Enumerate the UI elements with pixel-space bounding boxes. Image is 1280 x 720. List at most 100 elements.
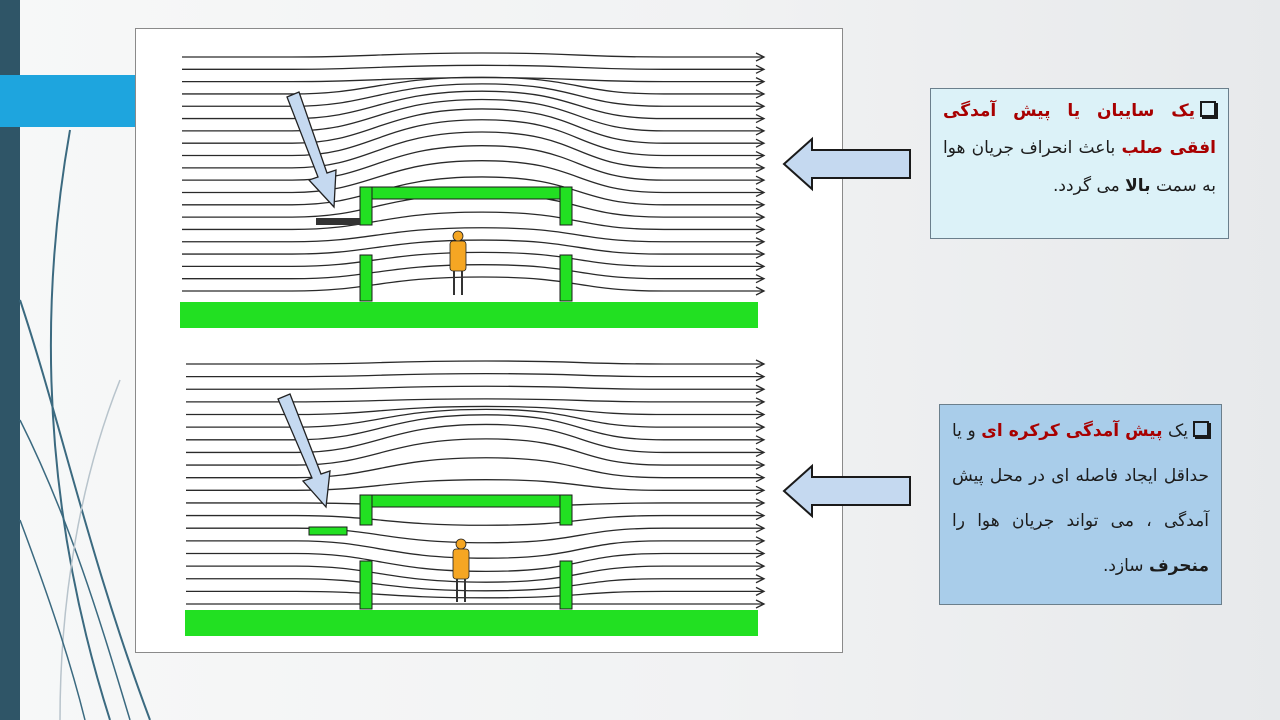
streamline (182, 227, 764, 243)
streamline-arrowhead (755, 384, 766, 394)
streamline (186, 552, 764, 573)
down-pointer-arrow-icon (286, 91, 337, 209)
note2-text: و یا حداقل ایجاد فاصله ای در محل پیش آمد… (952, 421, 1209, 532)
streamline (182, 131, 764, 169)
streamline-arrowhead (755, 435, 766, 445)
streamline (182, 76, 764, 83)
streamline (186, 578, 764, 592)
streamline (186, 408, 764, 428)
streamline-arrowhead (755, 460, 766, 470)
streamline (186, 514, 764, 526)
note1-text: باعث انحراف جریان هوا به سمت (943, 138, 1216, 196)
streamline (182, 264, 764, 280)
streamline-arrowhead (755, 237, 766, 247)
streamline (186, 414, 764, 441)
top-building (359, 186, 573, 302)
streamline-arrowhead (755, 261, 766, 271)
streamline (186, 360, 764, 365)
streamline (186, 405, 764, 416)
note2-highlight: پیش آمدگی کرکره ای (981, 421, 1163, 441)
streamline-arrowhead (755, 224, 766, 235)
decorative-curves (19, 129, 151, 720)
streamline-arrowhead (755, 286, 766, 296)
streamline-arrowhead (755, 126, 766, 136)
streamline-arrowhead (755, 359, 766, 369)
streamline-arrowhead (755, 150, 766, 161)
person-figure-icon (449, 230, 467, 295)
streamline-arrowhead (755, 249, 766, 259)
streamline (186, 565, 764, 583)
top-ground (180, 302, 758, 328)
streamline (182, 211, 764, 231)
top-diagram (180, 52, 766, 328)
streamline-arrowhead (755, 200, 766, 210)
streamline (186, 457, 764, 479)
sidebar-accent-tab (0, 75, 135, 127)
streamline-arrowhead (755, 89, 766, 99)
streamline (186, 527, 764, 544)
streamline-arrowhead (755, 473, 766, 483)
streamline (186, 372, 764, 378)
louver-note-box: یک پیش آمدگی کرکره ای و یا حداقل ایجاد ف… (939, 404, 1222, 605)
streamline-arrowhead (755, 523, 766, 533)
streamline-arrowhead (755, 52, 766, 62)
streamline (182, 176, 764, 206)
streamline (182, 98, 764, 132)
down-pointer-arrow-icon (277, 393, 331, 509)
streamline (186, 540, 764, 559)
note2-text-end: سازد. (1102, 556, 1149, 577)
left-arrow-icon (782, 136, 911, 192)
streamline (182, 76, 764, 95)
note2-bold-word: منحرف (1148, 556, 1209, 577)
streamline-arrowhead (755, 510, 766, 521)
streamline-arrowhead (755, 422, 766, 432)
note1-highlight: یک سایبان یا پیش آمدگی افقی صلب (943, 101, 1216, 159)
streamline-arrowhead (755, 485, 766, 495)
streamline-arrowhead (755, 113, 766, 124)
person-figure-icon (452, 538, 470, 602)
streamline-arrowhead (755, 187, 766, 198)
streamline-arrowhead (755, 447, 766, 458)
streamline-arrowhead (755, 397, 766, 407)
streamline-arrowhead (755, 409, 766, 420)
streamline (186, 398, 764, 403)
streamline-arrowhead (755, 163, 766, 173)
streamline (182, 83, 764, 107)
streamline-arrowhead (755, 599, 766, 609)
airflow-diagram-figure (135, 28, 843, 653)
streamline-arrowhead (755, 274, 766, 284)
bottom-ground (185, 610, 758, 636)
streamline-arrowhead (755, 372, 766, 382)
canopy-note-box: یک سایبان یا پیش آمدگی افقی صلب باعث انح… (930, 88, 1229, 239)
streamline (182, 90, 764, 120)
streamline (186, 590, 764, 599)
streamline (182, 119, 764, 157)
checkbox-bullet-icon (1200, 101, 1216, 117)
streamline-arrowhead (755, 561, 766, 571)
streamline-arrowhead (755, 64, 766, 74)
streamline-arrowhead (755, 586, 766, 596)
streamline (186, 479, 764, 491)
bottom-building (359, 494, 573, 610)
streamline (182, 52, 764, 58)
streamline (186, 438, 764, 466)
streamline (182, 145, 764, 181)
streamline-arrowhead (755, 536, 766, 546)
streamline (182, 239, 764, 255)
streamline-arrowhead (755, 212, 766, 222)
streamline (182, 108, 764, 144)
streamline-arrowhead (755, 138, 766, 148)
streamline (186, 385, 764, 390)
left-arrow-icon (782, 463, 911, 519)
note1-text-end: می گردد. (1053, 175, 1126, 196)
streamline-arrowhead (755, 548, 766, 559)
sidebar-bar (0, 0, 20, 720)
note1-bold-word: بالا (1125, 175, 1151, 196)
bottom-diagram (185, 359, 766, 636)
louvered-canopy (308, 526, 348, 536)
streamline-arrowhead (755, 175, 766, 185)
streamline (182, 160, 764, 194)
solid-canopy (316, 218, 360, 225)
streamline (182, 64, 764, 70)
streamline-arrowhead (755, 574, 766, 584)
